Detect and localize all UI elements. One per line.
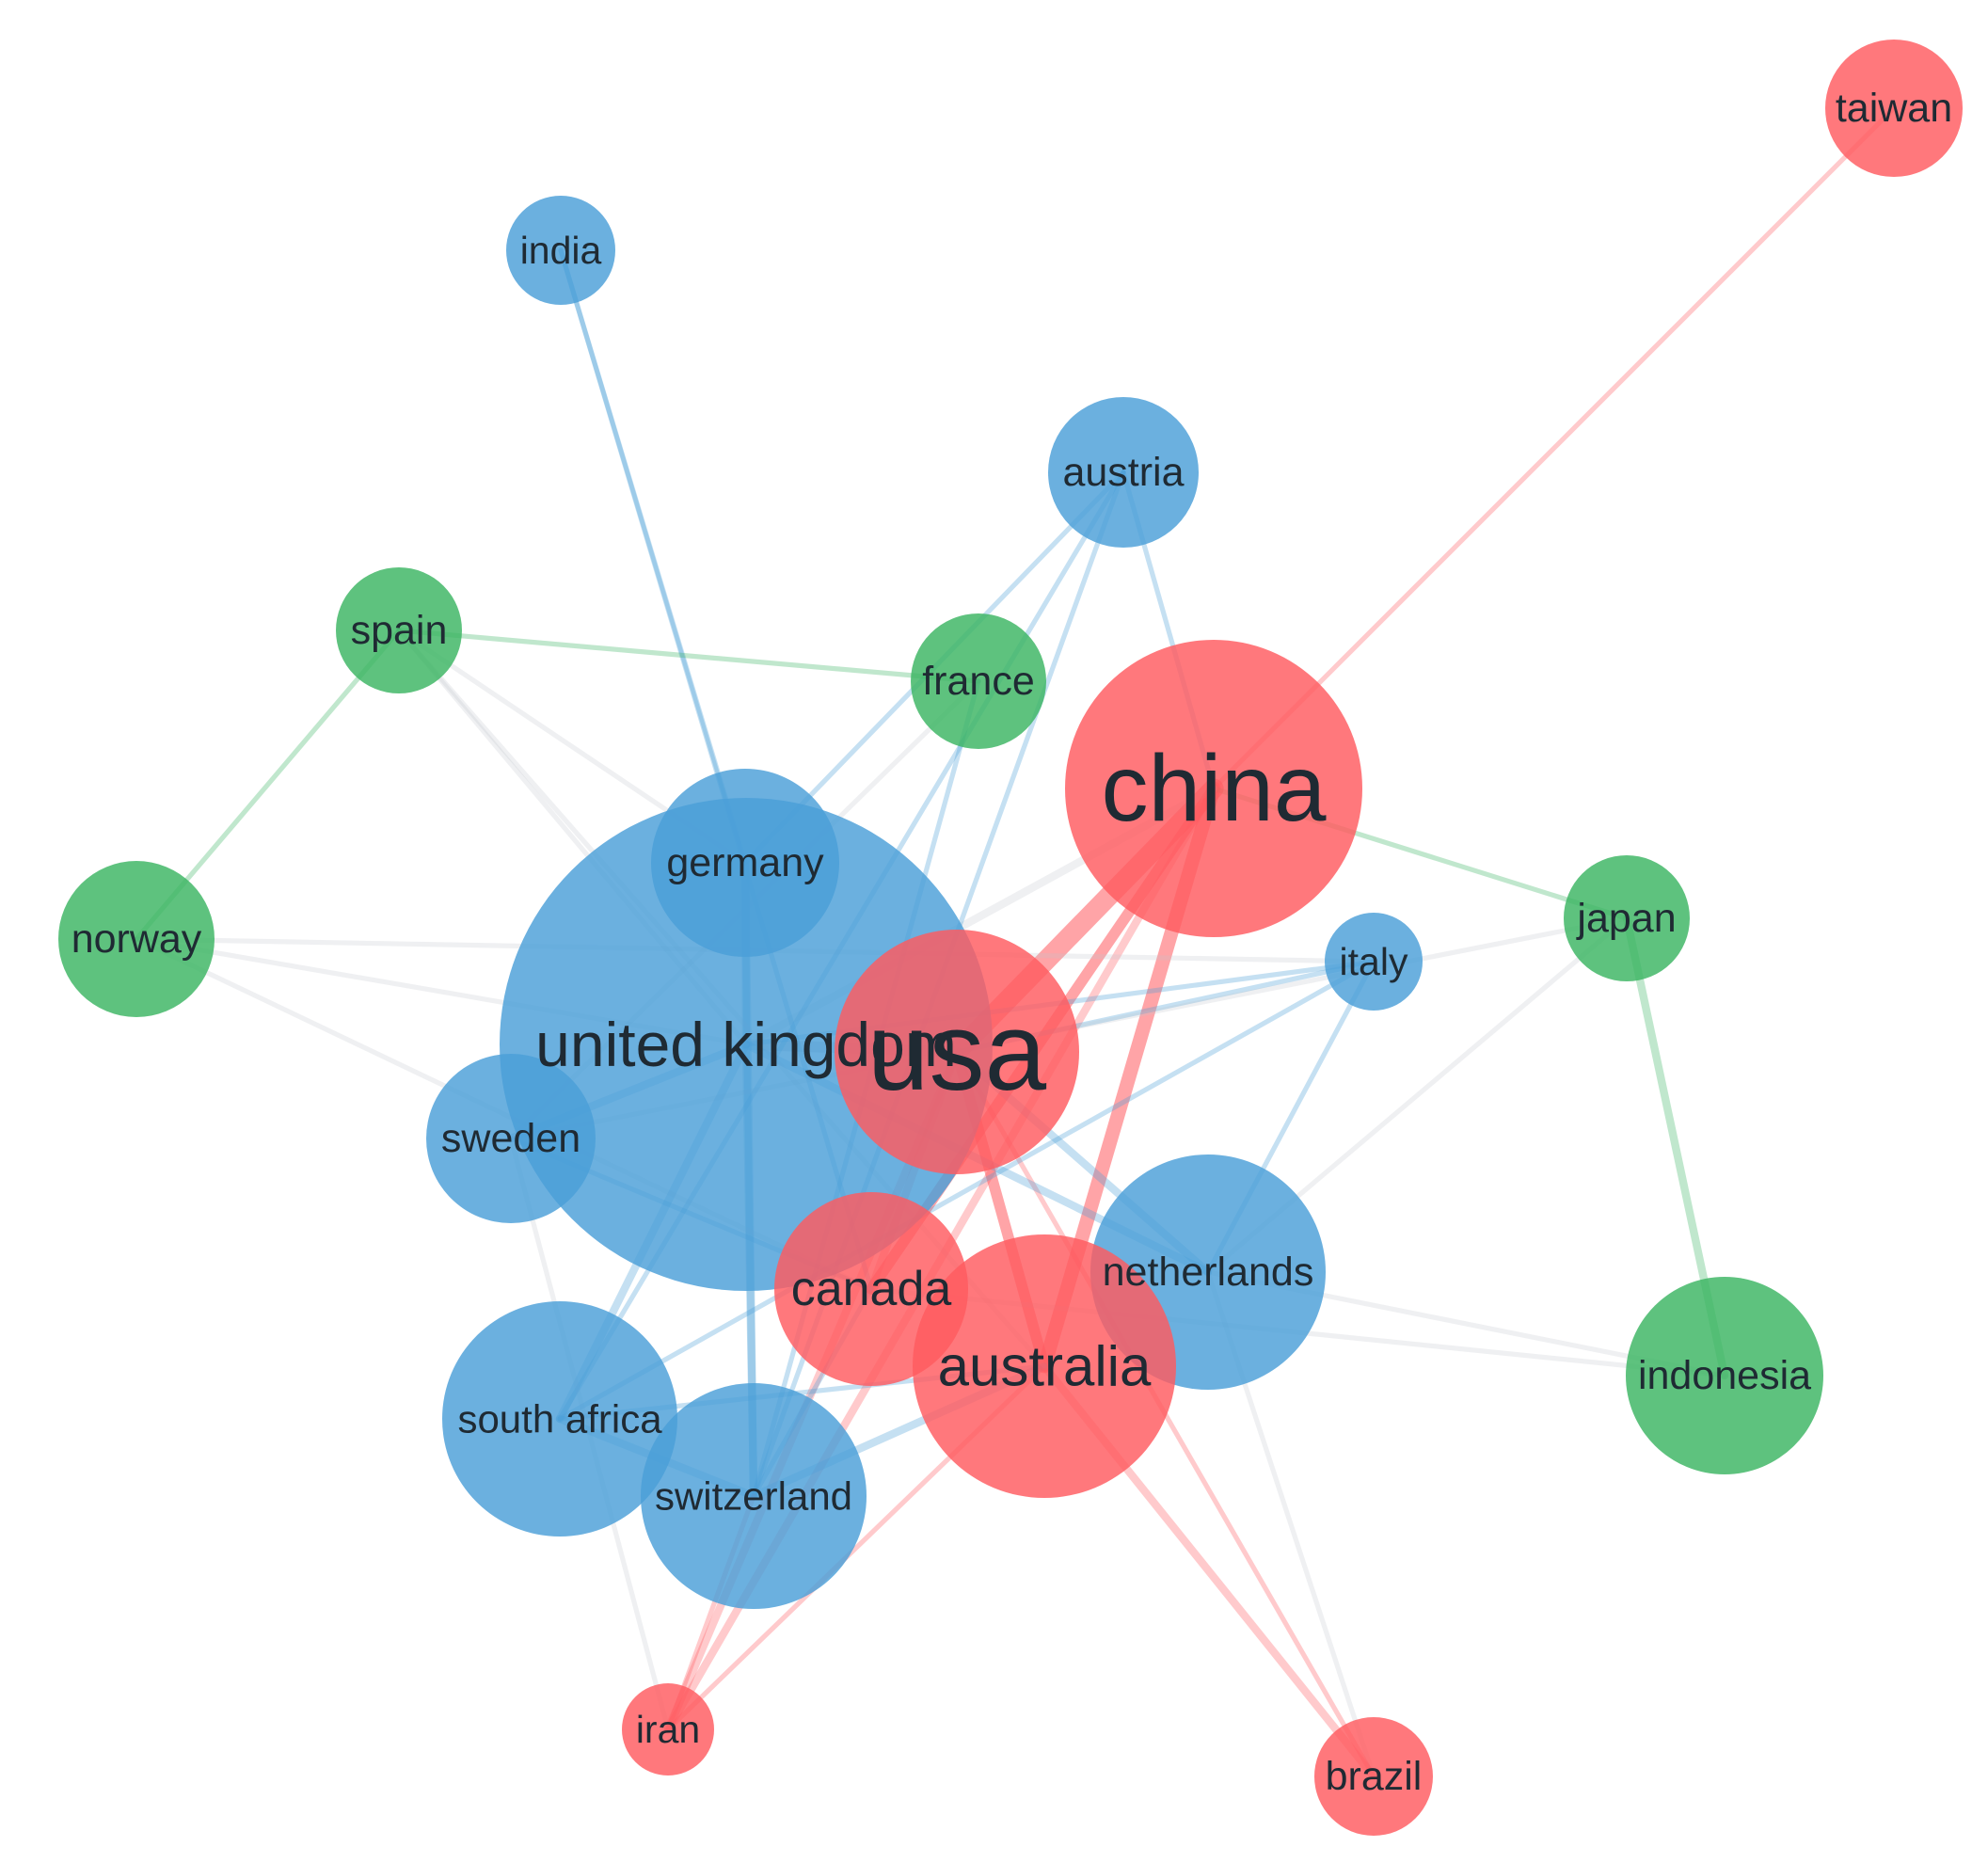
node-label-taiwan: taiwan [1836, 86, 1952, 131]
node-label-iran: iran [636, 1708, 700, 1751]
node-label-norway: norway [72, 916, 202, 962]
node-label-netherlands: netherlands [1103, 1250, 1314, 1295]
node-label-canada: canada [791, 1262, 952, 1316]
node-label-germany: germany [666, 840, 824, 885]
node-italy[interactable] [1325, 913, 1423, 1011]
node-label-france: france [922, 659, 1035, 704]
nodes-layer [58, 40, 1963, 1836]
node-label-india: india [520, 229, 602, 272]
node-united-kingdom[interactable] [500, 798, 993, 1291]
node-france[interactable] [911, 613, 1046, 749]
node-japan[interactable] [1564, 855, 1690, 981]
link-italy-south-africa [557, 959, 1376, 1422]
node-label-austria: austria [1062, 450, 1184, 495]
node-label-spain: spain [351, 608, 448, 653]
node-iran[interactable] [622, 1683, 714, 1775]
node-norway[interactable] [58, 861, 215, 1017]
labels-layer: taiwan india austria spain france china german… [72, 86, 1952, 1799]
node-austria[interactable] [1048, 397, 1199, 548]
node-label-italy: italy [1340, 940, 1408, 983]
link-germany-india [558, 247, 748, 866]
node-label-usa: usa [867, 990, 1047, 1114]
link-spain-france [396, 628, 981, 684]
node-spain[interactable] [336, 567, 462, 693]
node-south-africa[interactable] [442, 1301, 677, 1537]
node-taiwan[interactable] [1825, 40, 1963, 177]
node-label-china: china [1101, 736, 1326, 841]
node-label-australia: australia [938, 1335, 1152, 1398]
node-label-sweden: sweden [441, 1116, 580, 1161]
node-label-brazil: brazil [1326, 1754, 1423, 1799]
node-australia[interactable] [913, 1234, 1176, 1498]
node-label-indonesia: indonesia [1638, 1353, 1811, 1398]
node-india[interactable] [506, 196, 615, 305]
link-china-taiwan [1211, 105, 1897, 791]
node-usa[interactable] [835, 930, 1079, 1174]
node-china[interactable] [1065, 640, 1362, 937]
node-label-united-kingdom: united kingdom [535, 1010, 957, 1079]
node-indonesia[interactable] [1626, 1277, 1823, 1474]
node-label-japan: japan [1575, 896, 1676, 941]
node-label-south-africa: south africa [457, 1397, 662, 1441]
node-label-switzerland: switzerland [655, 1474, 852, 1519]
node-switzerland[interactable] [641, 1383, 867, 1609]
node-brazil[interactable] [1314, 1717, 1433, 1836]
node-sweden[interactable] [426, 1054, 596, 1223]
